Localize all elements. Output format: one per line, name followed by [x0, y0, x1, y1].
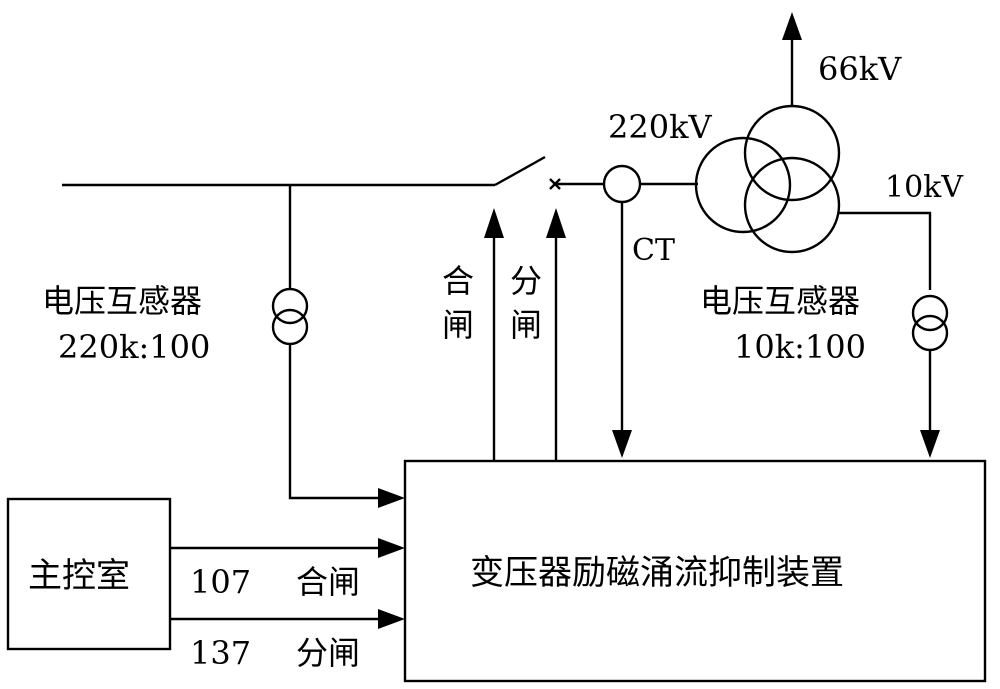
- pt-left-arrow: [378, 488, 405, 508]
- pt-right-symbol: [911, 294, 949, 352]
- label-pt-left-ratio: 220k:100: [58, 328, 210, 366]
- three-winding-transformer: [694, 104, 841, 254]
- label-220kv: 220kV: [608, 108, 712, 146]
- label-device: 变压器励磁涌流抑制装置: [470, 553, 844, 593]
- open-command-arrow: [546, 208, 566, 238]
- label-close-signal: 合闸: [296, 563, 360, 601]
- pt-left-feed-line: [288, 344, 382, 500]
- pt-right-arrow: [920, 430, 940, 458]
- label-pt-left-name: 电压互感器: [42, 282, 202, 320]
- label-66kv: 66kV: [818, 50, 902, 88]
- label-pt-right-name: 电压互感器: [700, 282, 860, 320]
- label-close-bottom: 闸: [442, 306, 474, 344]
- suppression-device-box: [403, 459, 987, 683]
- open-signal-arrow: [378, 609, 405, 629]
- control-room-box: [6, 497, 172, 651]
- ct-coil: [602, 164, 642, 204]
- label-open-code: 137: [190, 634, 251, 672]
- label-close-top: 合: [442, 262, 474, 300]
- output-10kv-line: [838, 211, 932, 290]
- label-open-bottom: 闸: [510, 306, 542, 344]
- ct-arrow: [612, 430, 632, 458]
- output-66kv-arrow: [782, 12, 802, 40]
- label-10kv: 10kV: [885, 170, 964, 205]
- label-close-code: 107: [190, 563, 251, 601]
- label-open-signal: 分闸: [296, 634, 360, 672]
- breaker-contact-mark: [549, 178, 561, 190]
- label-control-room: 主控室: [28, 556, 130, 596]
- label-ct: CT: [632, 233, 675, 268]
- label-open-top: 分: [510, 262, 542, 300]
- close-signal-arrow: [378, 538, 405, 558]
- close-command-arrow: [484, 208, 504, 238]
- breaker-blade: [494, 155, 546, 187]
- label-pt-right-ratio: 10k:100: [734, 328, 866, 366]
- pt-left-symbol: [271, 287, 309, 346]
